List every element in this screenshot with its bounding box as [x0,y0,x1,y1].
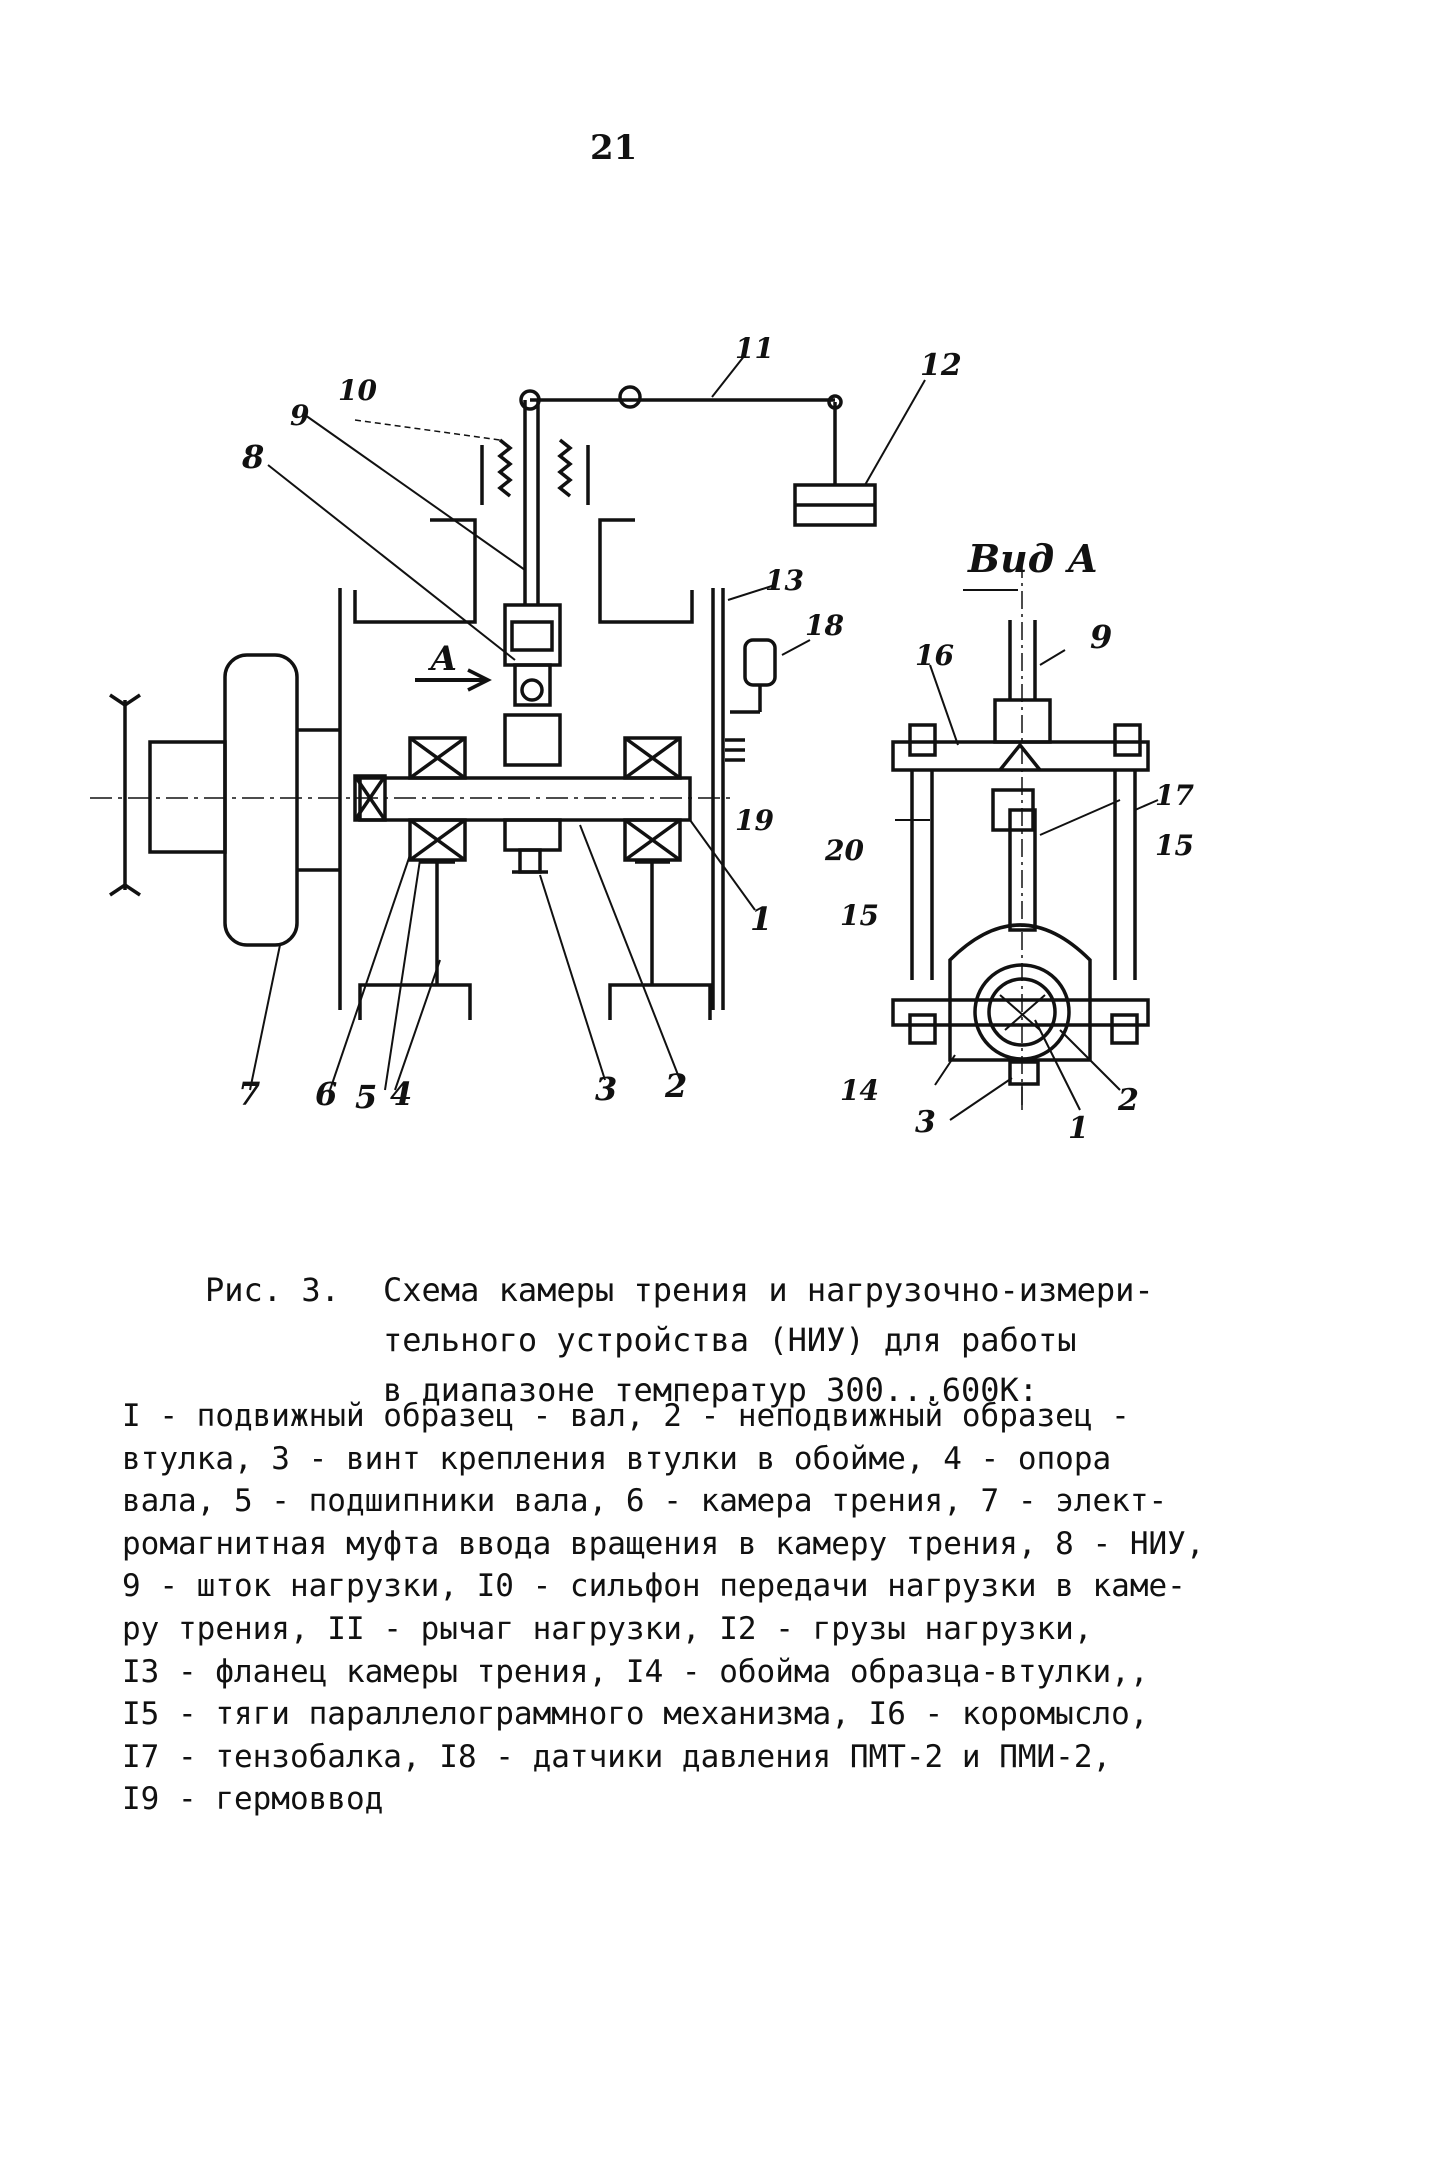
legend-line: I7 - тензобалка, I8 - датчики давления П… [122,1738,1112,1775]
view-label-3: 3 [915,1105,936,1140]
label-7: 7 [238,1075,260,1113]
label-6: 6 [315,1075,337,1113]
legend-line: вала, 5 - подшипники вала, 6 - камера тр… [122,1483,1168,1520]
label-18: 18 [805,609,844,642]
label-1: 1 [750,900,772,938]
view-label-15-right: 15 [1155,829,1194,862]
caption-title-line: в диапазоне температур 300...600К: [383,1371,1039,1409]
caption-title-line: Схема камеры трения и нагрузочно-измери- [383,1271,1154,1309]
legend-line: I3 - фланец камеры трения, I4 - обойма о… [122,1653,1149,1690]
view-label-15-left: 15 [840,899,879,932]
label-4: 4 [390,1075,412,1113]
caption-lead: Рис. 3. [205,1271,340,1309]
label-11: 11 [735,332,774,365]
view-label-17: 17 [1155,779,1194,812]
caption-title: Схема камеры трения и нагрузочно-измери-… [383,1265,1243,1415]
page-number: 21 [590,128,638,168]
legend-line: втулка, 3 - винт крепления втулки в обой… [122,1440,1112,1477]
view-label-20: 20 [824,834,864,867]
friction-chamber-diagram: 7 6 5 4 3 2 1 8 9 10 11 12 13 18 19 А Ви… [90,332,1194,1146]
label-2: 2 [664,1067,687,1105]
label-9: 9 [290,399,309,432]
legend-line: ру трения, II - рычаг нагрузки, I2 - гру… [122,1610,1093,1647]
label-12: 12 [920,348,962,383]
view-label-14: 14 [840,1074,879,1107]
view-label-9: 9 [1090,618,1112,656]
view-label-1: 1 [1068,1111,1089,1146]
figure-legend: I - подвижный образец - вал, 2 - неподви… [122,1395,1352,1821]
legend-line: 9 - шток нагрузки, I0 - сильфон передачи… [122,1568,1186,1605]
legend-line: I - подвижный образец - вал, 2 - неподви… [122,1398,1130,1434]
label-8: 8 [241,438,264,476]
label-3: 3 [595,1070,617,1108]
label-10: 10 [338,374,377,407]
label-5: 5 [355,1078,377,1116]
legend-line: I9 - гермоввод [122,1781,384,1818]
view-a-title: Вид А [967,536,1098,581]
view-label-16: 16 [915,639,954,672]
view-label-2: 2 [1117,1083,1139,1118]
arrow-a-label: А [427,639,458,679]
legend-line: I5 - тяги параллелограммного механизма, … [122,1696,1149,1733]
label-13: 13 [765,564,804,597]
label-19: 19 [735,804,774,837]
caption-title-line: тельного устройства (НИУ) для работы [383,1321,1077,1359]
legend-line: ромагнитная муфта ввода вращения в камер… [122,1525,1205,1562]
